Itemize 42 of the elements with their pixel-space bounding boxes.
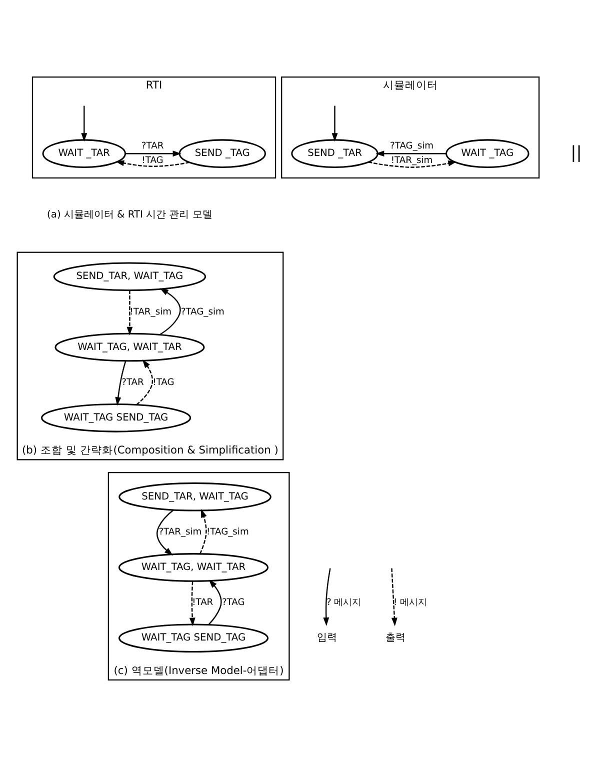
node-ellipse: WAIT_TAG, WAIT_TAR — [54, 332, 205, 362]
edge-label: !TAR_sim — [390, 156, 433, 166]
node-ellipse: WAIT_TAG, WAIT_TAR — [118, 553, 269, 582]
arrow — [368, 160, 457, 168]
arrow — [116, 160, 190, 167]
arrow — [126, 150, 182, 157]
edge-label: ! 메시지 — [394, 598, 428, 608]
arrow — [376, 150, 446, 157]
arrow — [136, 360, 154, 406]
edge-label: ? 메시지 — [326, 598, 362, 608]
arrow — [189, 581, 196, 626]
node-text: 출력 — [386, 632, 406, 644]
arrow — [323, 568, 331, 626]
node-ellipse: SEND _TAG — [178, 139, 266, 168]
edge-label: !TAR_sim — [130, 307, 172, 318]
node-ellipse: SEND_TAR, WAIT_TAG — [118, 482, 272, 512]
arrow — [200, 508, 207, 554]
node-ellipse: WAIT_TAG SEND_TAG — [41, 403, 192, 432]
arrow — [391, 568, 398, 626]
edge-label: !TAG — [152, 378, 174, 388]
edge-label: !TAG_sim — [206, 528, 249, 538]
edge-label: !TAG — [142, 156, 164, 166]
label: || — [570, 142, 582, 162]
arrow — [332, 106, 338, 142]
arrow — [126, 290, 133, 336]
edge-label: ?TAR_sim — [158, 528, 202, 538]
arrow — [81, 106, 88, 142]
edge-label: ?TAG — [222, 598, 245, 608]
arrow — [208, 580, 222, 626]
edge-label: ?TAR — [122, 378, 144, 388]
edge-label: ?TAG_sim — [180, 307, 224, 318]
edge-label: ?TAR — [141, 142, 164, 152]
arrow — [159, 288, 181, 336]
node-ellipse: SEND _TAR — [291, 139, 378, 168]
node-ellipse: SEND_TAR, WAIT_TAG — [53, 262, 206, 292]
label: (a) 시뮬레이터 & RTI 시간 관리 모델 — [47, 210, 212, 221]
edge-label: !TAR — [192, 598, 214, 608]
arrow — [115, 361, 126, 406]
node-ellipse: WAIT_TAG SEND_TAG — [118, 624, 269, 653]
arrow — [156, 510, 174, 556]
node-text: 입력 — [317, 632, 338, 644]
edge-label: ?TAG_sim — [390, 142, 434, 152]
